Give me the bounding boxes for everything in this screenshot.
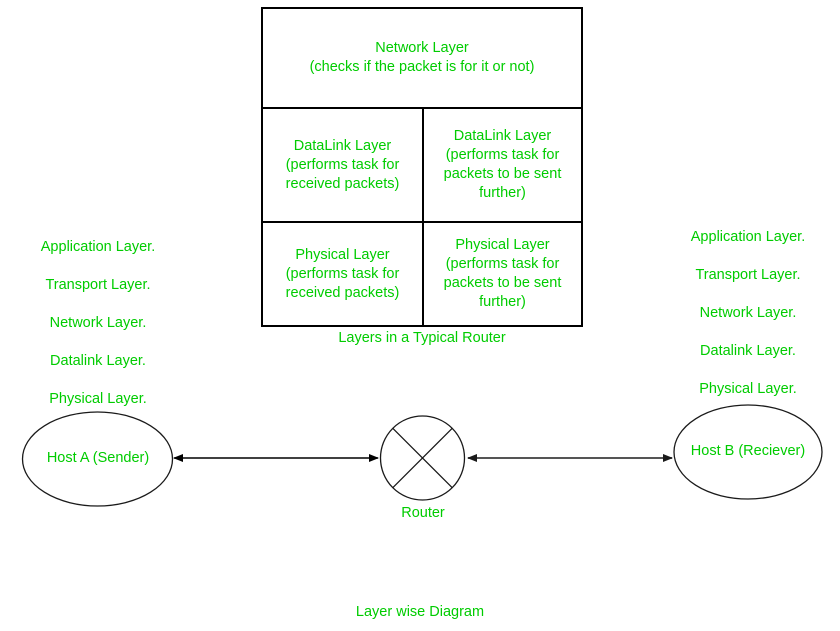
right-layer-item-network: Network Layer. bbox=[699, 305, 797, 321]
host-a-ellipse[interactable] bbox=[21, 411, 174, 507]
right-layer-item-physical: Physical Layer. bbox=[699, 381, 797, 397]
left-layer-item-datalink: Datalink Layer. bbox=[50, 353, 146, 369]
left-layer-stack: Application Layer. Transport Layer. Netw… bbox=[3, 237, 193, 427]
router-table-caption: Layers in a Typical Router bbox=[338, 330, 506, 346]
router-node-label: Router bbox=[401, 505, 445, 521]
host-b-ellipse[interactable] bbox=[673, 404, 823, 500]
network-layer-cell: Network Layer (checks if the packet is f… bbox=[263, 9, 581, 107]
cell-line-2: (performs task for bbox=[285, 156, 400, 173]
cell-line-4: further) bbox=[479, 185, 526, 201]
physical-send-cell: Physical Layer (performs task for packet… bbox=[422, 223, 581, 325]
cell-line-2: (performs task for bbox=[285, 265, 400, 282]
host-a-label: Host A (Sender) bbox=[46, 450, 150, 466]
cell-line-1: DataLink Layer bbox=[453, 128, 552, 144]
cell-line-3: received packets) bbox=[285, 175, 400, 192]
cell-line-3: packets to be sent bbox=[443, 275, 562, 291]
right-layer-item-transport: Transport Layer. bbox=[695, 267, 801, 283]
left-layer-item-network: Network Layer. bbox=[49, 315, 147, 331]
left-layer-item-physical: Physical Layer. bbox=[49, 391, 147, 407]
right-layer-item-datalink: Datalink Layer. bbox=[700, 343, 796, 359]
physical-receive-cell: Physical Layer (performs task for receiv… bbox=[263, 223, 422, 325]
left-layer-item-transport: Transport Layer. bbox=[45, 277, 151, 293]
cell-line-1: Physical Layer bbox=[295, 246, 390, 263]
table-row: Network Layer (checks if the packet is f… bbox=[263, 9, 581, 107]
cell-line-1: Physical Layer bbox=[455, 237, 550, 253]
cell-line-2: (checks if the packet is for it or not) bbox=[309, 59, 535, 75]
router-x-diagonal-2 bbox=[392, 427, 453, 489]
table-row: Physical Layer (performs task for receiv… bbox=[263, 221, 581, 325]
host-b-label: Host B (Reciever) bbox=[690, 443, 806, 459]
cell-line-2: (performs task for bbox=[445, 147, 560, 163]
cell-line-3: received packets) bbox=[285, 284, 400, 301]
datalink-send-cell: DataLink Layer (performs task for packet… bbox=[422, 109, 581, 221]
right-layer-stack: Application Layer. Transport Layer. Netw… bbox=[653, 227, 840, 417]
cell-line-3: packets to be sent bbox=[443, 166, 562, 182]
cell-line-1: Network Layer bbox=[375, 40, 469, 56]
cell-line-1: DataLink Layer bbox=[293, 137, 392, 154]
datalink-receive-cell: DataLink Layer (performs task for receiv… bbox=[263, 109, 422, 221]
cell-line-2: (performs task for bbox=[445, 256, 560, 272]
diagram-title: Layer wise Diagram bbox=[355, 604, 485, 620]
left-layer-item-application: Application Layer. bbox=[40, 239, 156, 255]
table-row: DataLink Layer (performs task for receiv… bbox=[263, 107, 581, 221]
cell-line-4: further) bbox=[479, 294, 526, 310]
router-layers-table: Network Layer (checks if the packet is f… bbox=[261, 7, 583, 327]
right-layer-item-application: Application Layer. bbox=[690, 229, 806, 245]
